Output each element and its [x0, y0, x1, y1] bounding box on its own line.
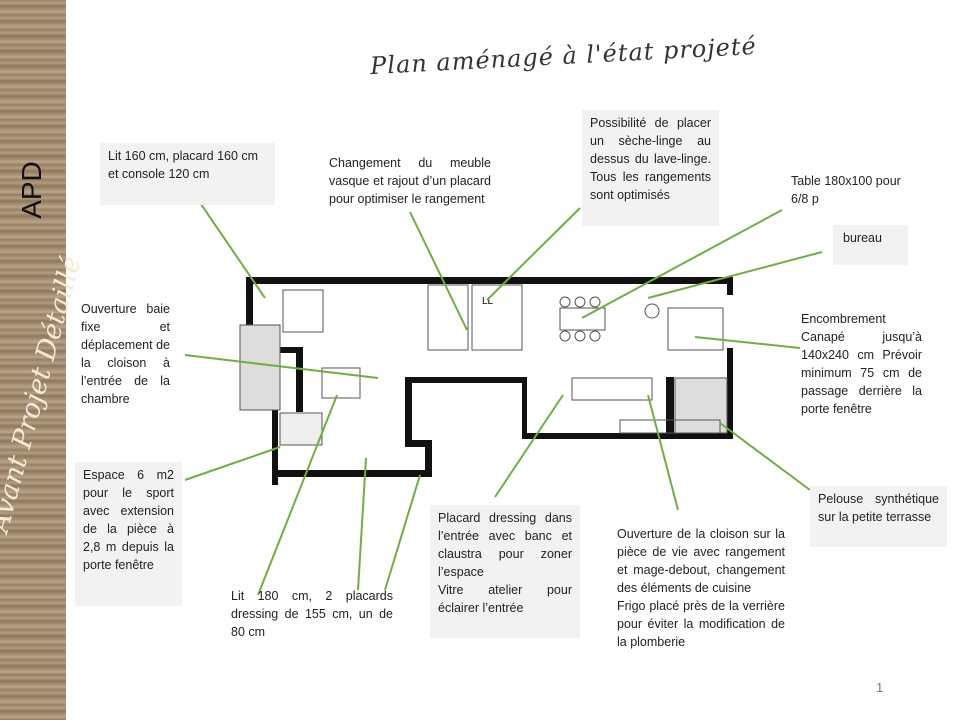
note-pelouse: Pelouse synthétique sur la petite terras…: [810, 486, 947, 547]
ll-label: LL: [482, 296, 494, 307]
note-cuisine: Ouverture de la cloison sur la pièce de …: [617, 527, 785, 649]
annotation-arrows: [184, 187, 823, 596]
note-sport: Espace 6 m2 pour le sport avec extension…: [75, 462, 182, 606]
note-lit180: Lit 180 cm, 2 placards dressing de 155 c…: [231, 589, 393, 639]
wood-sidebar: APD Avant Projet Détaillé: [0, 0, 87, 720]
note-meuble: Changement du meuble vasque et rajout d’…: [329, 156, 491, 206]
note-dressing: Placard dressing dans l’entrée avec banc…: [430, 505, 580, 638]
note-baie: Ouverture baie fixe et déplacement de la…: [81, 302, 170, 406]
note-bureau: bureau: [833, 225, 908, 265]
note-lit160: Lit 160 cm, placard 160 cm et console 12…: [100, 143, 275, 205]
walls: [246, 277, 733, 485]
note-table: Table 180x100 pour 6/8 p: [791, 174, 901, 206]
page-number: 1: [876, 680, 884, 695]
note-canape: Encombrement Canapé jusqu’à 140x240 cm P…: [801, 312, 922, 416]
note-seche: Possibilité de placer un sèche-linge au …: [582, 110, 719, 226]
